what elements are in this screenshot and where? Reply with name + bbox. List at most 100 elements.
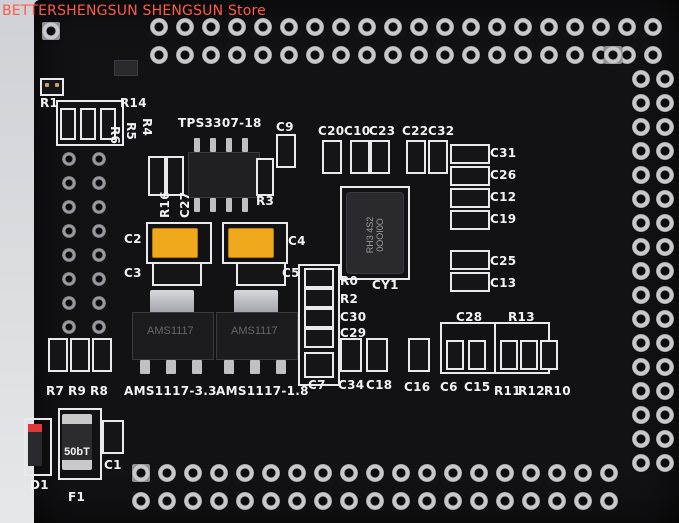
label-c12: C12 — [490, 190, 517, 204]
header-pad — [644, 46, 662, 64]
reg-pin — [276, 360, 286, 374]
label-cy1: CY1 — [372, 278, 399, 292]
header-pad — [158, 492, 176, 510]
via — [92, 152, 106, 166]
via — [62, 272, 76, 286]
label-r3: R3 — [256, 194, 275, 208]
d1-outline — [24, 418, 52, 476]
resistor-r14-body — [114, 60, 138, 76]
header-pad — [470, 492, 488, 510]
ic-pin — [194, 198, 200, 212]
fuse-marking: 50bT — [64, 446, 90, 458]
header-pad — [358, 46, 376, 64]
header-pad — [340, 464, 358, 482]
reg-pin — [224, 360, 234, 374]
label-c4: C4 — [288, 234, 306, 248]
capacitor-c32 — [428, 140, 448, 174]
label-c9: C9 — [276, 120, 294, 134]
capacitor-c20 — [322, 140, 342, 174]
label-tps3307: TPS3307-18 — [178, 116, 262, 130]
header-pad — [656, 70, 674, 88]
via — [92, 224, 106, 238]
resistor-r2 — [304, 288, 334, 308]
header-pad — [632, 382, 650, 400]
label-r2: R2 — [340, 292, 359, 306]
header-pad — [632, 430, 650, 448]
label-c30: C30 — [340, 310, 367, 324]
capacitor-c18 — [366, 338, 388, 372]
header-pad — [592, 18, 610, 36]
capacitor-c26 — [450, 166, 490, 186]
label-c13: C13 — [490, 276, 517, 290]
resistor-r11 — [500, 340, 518, 370]
crystal-marking: RH3 4S2 0OOI0O — [365, 216, 385, 254]
header-pad — [488, 18, 506, 36]
header-pad — [566, 18, 584, 36]
reg33-marking: AMS1117 — [147, 325, 194, 337]
header-pad — [632, 166, 650, 184]
header-pad — [514, 18, 532, 36]
header-pad — [522, 492, 540, 510]
label-r8: R8 — [90, 384, 109, 398]
via — [62, 152, 76, 166]
capacitor-c19 — [450, 210, 490, 230]
label-c18: C18 — [366, 378, 393, 392]
f1-outline — [58, 408, 102, 480]
header-pad — [656, 358, 674, 376]
header-pad — [132, 492, 150, 510]
header-pad — [228, 46, 246, 64]
label-ams1117-3.3: AMS1117-3.3 — [124, 384, 217, 398]
capacitor-c10 — [350, 140, 370, 174]
header-pad — [444, 464, 462, 482]
resistor-r1 — [40, 78, 64, 96]
tantalum-capacitor-c2 — [152, 228, 198, 258]
header-pad — [262, 464, 280, 482]
ic-pin — [210, 138, 216, 152]
header-pad — [132, 464, 150, 482]
header-pad — [210, 492, 228, 510]
header-pad — [150, 46, 168, 64]
header-pad — [288, 492, 306, 510]
header-pad — [632, 262, 650, 280]
header-pad — [254, 18, 272, 36]
header-pad — [340, 492, 358, 510]
header-pad — [632, 118, 650, 136]
label-c2: C2 — [124, 232, 142, 246]
label-r1: R1 — [40, 96, 59, 110]
label-r0: R0 — [340, 274, 359, 288]
resistor-r10 — [540, 340, 558, 370]
header-pad — [488, 46, 506, 64]
label-r6: R6 — [108, 126, 122, 145]
tantalum-capacitor-c4 — [228, 228, 274, 258]
reg-pin — [192, 360, 202, 374]
capacitor-c22 — [406, 140, 426, 174]
header-pad — [632, 94, 650, 112]
header-pad — [236, 492, 254, 510]
header-pad — [462, 46, 480, 64]
crystal-outline — [340, 186, 410, 280]
header-pad — [656, 166, 674, 184]
via — [62, 320, 76, 334]
ic-pin — [242, 138, 248, 152]
fuse-f1: 50bT — [62, 414, 92, 470]
via — [62, 176, 76, 190]
ic-pin — [242, 198, 248, 212]
header-pad — [436, 18, 454, 36]
label-r9: R9 — [68, 384, 87, 398]
label-r12: R12 — [518, 384, 545, 398]
capacitor-c30 — [304, 308, 334, 328]
capacitor-c1 — [102, 420, 124, 454]
resistor-r16 — [148, 156, 166, 196]
label-c28: C28 — [456, 310, 483, 324]
capacitor-c27 — [166, 156, 184, 196]
header-pad — [158, 464, 176, 482]
header-pad — [632, 310, 650, 328]
label-f1: F1 — [68, 490, 86, 504]
resistor-r6 — [60, 108, 76, 140]
ic-pin — [226, 138, 232, 152]
header-pad — [632, 238, 650, 256]
label-c31: C31 — [490, 146, 517, 160]
label-c32: C32 — [428, 124, 455, 138]
diode-d1 — [28, 424, 42, 466]
header-pad — [210, 464, 228, 482]
